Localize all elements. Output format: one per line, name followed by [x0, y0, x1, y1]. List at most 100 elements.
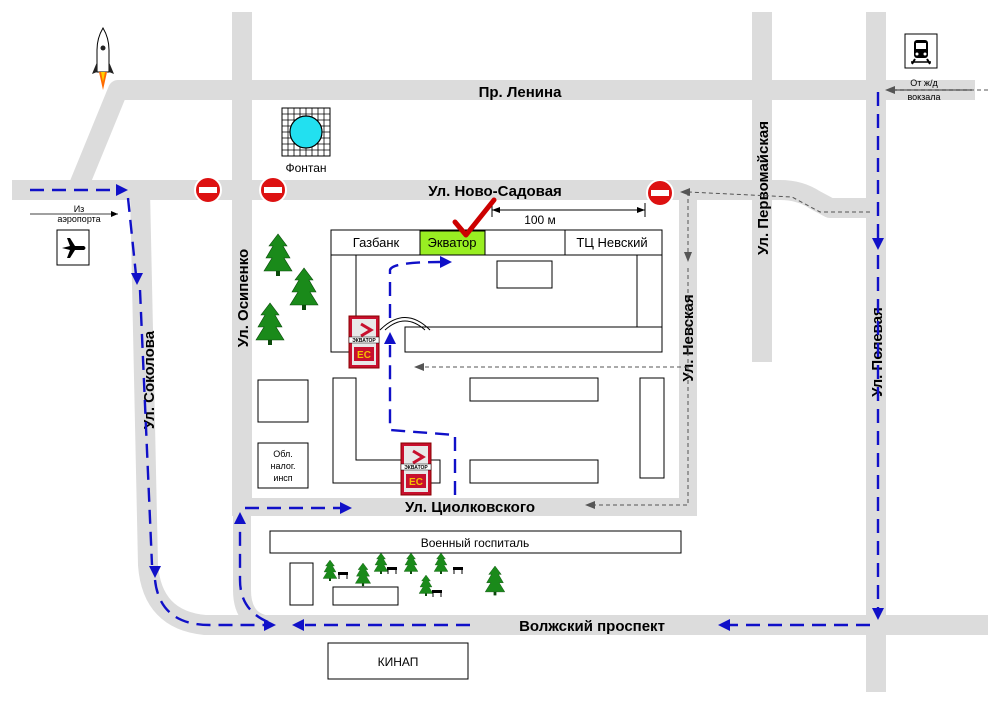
ekvator-sign-text: ЭКВАТОР [352, 338, 376, 344]
route-arrow [116, 184, 128, 196]
nalog-label-2: налог. [270, 461, 295, 471]
ekvator-sign-text: ЭКВАТОР [404, 465, 428, 471]
ekvator-sign: ЭКВАТОР ЕС [348, 315, 380, 369]
building-kinap [327, 642, 469, 680]
building-courtyard [496, 260, 553, 289]
alt-routes [414, 86, 988, 509]
fountain-label: Фонтан [285, 161, 326, 175]
bench-icon [453, 567, 463, 574]
street-label-lenina: Пр. Ленина [479, 84, 562, 101]
tree-icon [373, 552, 389, 574]
building-middle-strip [404, 326, 663, 353]
alt-route-arrow [885, 86, 895, 94]
route-sokolova-1 [126, 197, 138, 276]
benches [338, 567, 463, 597]
from-airport-label-1: Из [74, 204, 85, 214]
tree-icon [433, 552, 449, 574]
ekvator-sign-logo: ЕС [357, 350, 371, 361]
route-arrow [384, 332, 396, 344]
distance-label: 100 м [524, 213, 556, 227]
route-arrow [872, 608, 884, 620]
tree-icon [355, 562, 371, 587]
rocket-icon [92, 27, 114, 90]
no-entry-sign-icon [646, 179, 674, 207]
building-outbuilding-2 [332, 586, 399, 606]
route-arrow [718, 619, 730, 631]
alt-route-arrow [684, 252, 692, 262]
kinap-label: КИНАП [378, 655, 419, 669]
street-label-pervomayskaya: Ул. Первомайская [755, 121, 772, 255]
gazbank-label: Газбанк [353, 235, 400, 250]
road-polevaya [866, 12, 886, 692]
route-arrow [872, 238, 884, 250]
alt-route-arrow [414, 363, 424, 371]
bench-icon [338, 572, 348, 579]
tree-icon [484, 565, 506, 596]
from-airport-arrow [111, 211, 118, 217]
airplane-icon [56, 229, 90, 266]
ekvator-highlight [419, 230, 486, 256]
alt-route-novo-sadovaya [687, 191, 870, 213]
ekvator-sign-logo: ЕС [409, 477, 423, 488]
route-arrow [292, 619, 304, 631]
ekvator-label: Экватор [427, 235, 476, 250]
road-lenina [65, 80, 975, 199]
alt-route-arrow [585, 501, 595, 509]
tree-icon [322, 559, 338, 581]
route-arrow [131, 273, 143, 285]
hospital-label: Военный госпиталь [421, 536, 530, 550]
road-novo-sadovaya-east [650, 180, 878, 218]
from-airport-label-2: аэропорта [57, 214, 100, 224]
building-nalog [257, 442, 309, 489]
building-lower-2 [469, 459, 599, 484]
street-label-tsiolkovskogo: Ул. Циолковского [405, 499, 535, 516]
tree-icon [418, 574, 434, 596]
tc-nevsky-label: ТЦ Невский [576, 235, 647, 250]
checkmark-icon [452, 197, 497, 238]
from-station-label-2: вокзала [907, 92, 940, 102]
building-outbuilding-1 [289, 562, 314, 606]
route-arrow [440, 256, 452, 268]
building-lower-1 [469, 377, 599, 402]
route-courtyard-1 [388, 345, 457, 495]
road-tsiolkovskogo [232, 498, 697, 516]
route-arrow [234, 512, 246, 524]
distance-marker [491, 203, 646, 217]
road-osipenko [232, 12, 252, 502]
route-arrow [149, 566, 161, 578]
street-label-osipenko: Ул. Осипенко [235, 249, 252, 347]
tree-icon [289, 267, 319, 310]
route-courtyard-2 [388, 260, 441, 318]
nalog-label-1: Обл. [273, 449, 293, 459]
road-pervomayskaya [752, 12, 772, 362]
tree-icon [263, 233, 293, 276]
buildings: Газбанк Экватор ТЦ Невский Обл. налог. и… [257, 229, 682, 680]
fountain-icon [281, 107, 331, 157]
ekvator-sign: ЭКВАТОР ЕС [400, 442, 432, 496]
alt-route-nevskaya-2 [595, 268, 689, 506]
building-main-top [330, 229, 663, 256]
street-label-novo-sadovaya: Ул. Ново-Садовая [428, 183, 562, 200]
building-hospital [269, 530, 682, 554]
tree-icon [255, 302, 285, 345]
route-volzhsky-west [153, 579, 268, 627]
building-west [257, 379, 309, 423]
no-entry-sign-icon [259, 176, 287, 204]
nalog-label-3: инсп [273, 473, 292, 483]
bench-icon [432, 590, 442, 597]
road-volzhsky [258, 615, 988, 635]
train-icon [904, 33, 938, 69]
no-entry-sign-icon [194, 176, 222, 204]
route-arrow [340, 502, 352, 514]
route-sokolova-2 [138, 289, 154, 566]
tree-icon [403, 552, 419, 574]
building-arch [379, 317, 431, 331]
building-lower-right [639, 377, 665, 479]
bench-icon [387, 567, 397, 574]
route-osipenko-south [238, 520, 269, 624]
trees [255, 233, 506, 596]
road-novo-sadovaya [12, 180, 662, 200]
building-arch-inner [384, 320, 426, 331]
from-station-label-1: От ж/д [910, 78, 938, 88]
